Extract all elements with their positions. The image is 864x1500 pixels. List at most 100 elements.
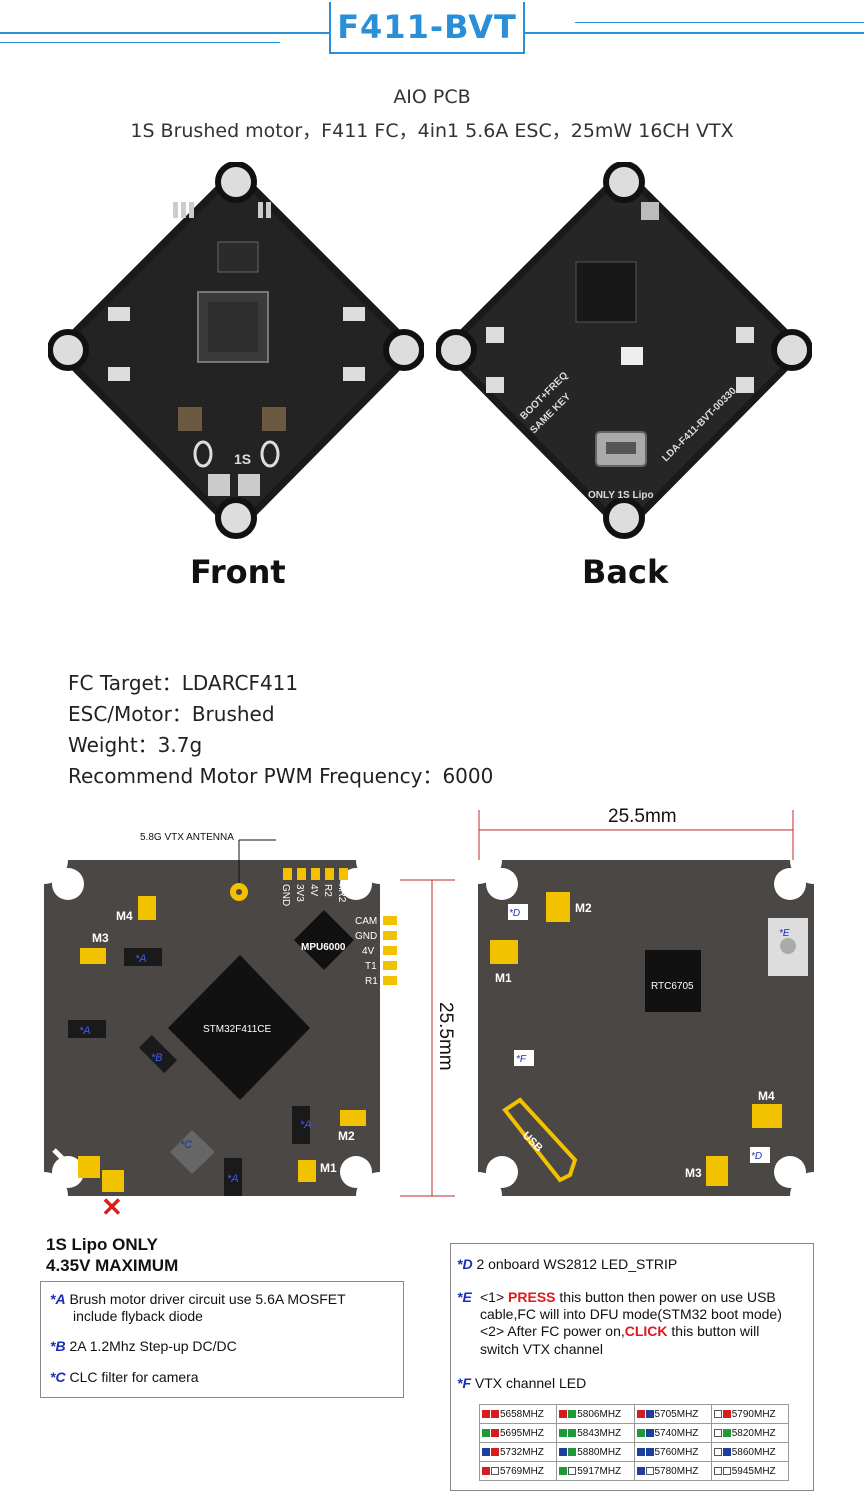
led-indicator-icon (559, 1409, 568, 1418)
back-board-photo: BOOT+FREQ SAME KEY LDA-F411-BVT-00330 ON… (436, 162, 812, 539)
led-indicator-icon (482, 1447, 490, 1456)
vtx-cell: 5860MHZ (710, 1442, 790, 1462)
vtx-cell: 5760MHZ (633, 1442, 712, 1462)
note-a: *A Brush motor driver circuit use 5.6A M… (50, 1291, 400, 1308)
header-line-left (0, 32, 330, 34)
vtx-frequency: 5945MHZ (731, 1465, 776, 1477)
pad-gnd-right: GND (355, 931, 377, 942)
m2-label-right: M2 (575, 901, 592, 915)
vtx-cell: 5790MHZ (710, 1404, 790, 1424)
vtx-frequency: 5790MHZ (731, 1408, 776, 1420)
front-board-photo: 1S (48, 162, 424, 539)
led-indicator-icon (713, 1428, 722, 1437)
vtx-cell: 5843MHZ (556, 1423, 635, 1443)
led-indicator-icon (636, 1428, 645, 1437)
pad-nr2-top: nR2 (336, 884, 347, 903)
pad-r1: R1 (365, 976, 378, 987)
led-indicator-icon (482, 1466, 490, 1475)
led-indicator-icon (559, 1447, 568, 1456)
back-label: Back (582, 553, 669, 591)
led-indicator-icon (636, 1409, 645, 1418)
intro-line-1: AIO PCB (393, 86, 471, 108)
pad-4v-top: 4V (308, 884, 319, 897)
m1-label-left: M1 (320, 1161, 337, 1175)
m2-label-left: M2 (338, 1129, 355, 1143)
led-indicator-icon (645, 1428, 654, 1437)
vtx-frequency: 5860MHZ (731, 1446, 776, 1458)
m3-label-right: M3 (685, 1166, 702, 1180)
pad-4v-right: 4V (362, 946, 375, 957)
pad-gnd-top: GND (280, 884, 291, 906)
led-indicator-icon (722, 1428, 731, 1437)
m1-label-right: M1 (495, 971, 512, 985)
lipo-only: 1S Lipo ONLY (46, 1235, 158, 1254)
rtc-label: RTC6705 (651, 981, 694, 992)
led-indicator-icon (645, 1466, 654, 1475)
vtx-antenna-label: 5.8G VTX ANTENNA (140, 832, 234, 843)
note-e-click: CLICK (624, 1323, 668, 1339)
vtx-cell: 5732MHZ (478, 1442, 558, 1462)
note-e-tag: *E (457, 1289, 472, 1305)
vtx-cell: 5917MHZ (556, 1461, 635, 1481)
spec-esc-motor: ESC/Motor：Brushed (68, 702, 275, 726)
led-indicator-icon (559, 1428, 568, 1437)
tag-a-board-1: *A (135, 953, 147, 965)
note-e-line2: cable,FC will into DFU mode(STM32 boot m… (480, 1306, 782, 1322)
pad-cam: CAM (355, 916, 377, 927)
led-indicator-icon (482, 1409, 490, 1418)
m4-label-right: M4 (758, 1089, 775, 1103)
note-f: *F VTX channel LED (457, 1375, 586, 1392)
led-indicator-icon (491, 1447, 499, 1456)
led-indicator-icon (713, 1409, 722, 1418)
led-indicator-icon (568, 1466, 577, 1475)
vtx-frequency: 5658MHZ (500, 1408, 544, 1420)
note-d-text: 2 onboard WS2812 LED_STRIP (476, 1256, 678, 1272)
note-e-press: PRESS (508, 1289, 556, 1305)
note-b: *B 2A 1.2Mhz Step-up DC/DC (50, 1338, 237, 1355)
lipo-max: 4.35V MAXIMUM (46, 1256, 179, 1275)
vtx-cell: 5769MHZ (478, 1461, 558, 1481)
vtx-frequency: 5760MHZ (654, 1446, 699, 1458)
led-indicator-icon (568, 1447, 577, 1456)
note-e-p2-pre: <2> After FC power on, (480, 1323, 625, 1339)
spec-weight: Weight：3.7g (68, 733, 203, 757)
note-d-tag: *D (457, 1256, 473, 1272)
mcu-label: STM32F411CE (203, 1024, 272, 1035)
dim-width: 25.5mm (608, 806, 677, 827)
vtx-row: 5658MHZ 5806MHZ 5705MHZ 5790MHZ (478, 1404, 790, 1424)
header-line-right (525, 32, 864, 34)
m4-label-left: M4 (116, 909, 133, 923)
vtx-frequency: 5740MHZ (654, 1427, 699, 1439)
note-e-line1: <1> PRESS this button then power on use … (480, 1289, 810, 1306)
vtx-frequency: 5705MHZ (654, 1408, 699, 1420)
vtx-frequency: 5780MHZ (654, 1465, 699, 1477)
m3-label-left: M3 (92, 931, 109, 945)
led-indicator-icon (568, 1428, 577, 1437)
tag-c-board: *C (180, 1139, 192, 1151)
title-frame: F411-BVT (329, 2, 525, 54)
header-line-right-2 (575, 22, 864, 23)
note-c-text: CLC filter for camera (69, 1369, 199, 1385)
mpu-label: MPU6000 (301, 942, 346, 953)
note-e-p2-post: this button will (671, 1323, 760, 1339)
tag-a-board-2: *A (79, 1025, 91, 1037)
front-label: Front (190, 553, 286, 591)
note-a-tag: *A (50, 1291, 66, 1307)
vtx-frequency: 5820MHZ (731, 1427, 776, 1439)
vtx-cell: 5806MHZ (556, 1404, 635, 1424)
note-e-p1-pre: <1> (480, 1289, 505, 1305)
led-indicator-icon (645, 1447, 654, 1456)
led-indicator-icon (491, 1428, 499, 1437)
vtx-cell: 5780MHZ (633, 1461, 712, 1481)
pad-r2-top: R2 (322, 884, 333, 897)
vtx-cell: 5740MHZ (633, 1423, 712, 1443)
vtx-frequency: 5917MHZ (577, 1465, 622, 1477)
led-indicator-icon (713, 1447, 722, 1456)
spec-fc-target: FC Target：LDARCF411 (68, 671, 299, 695)
minus-x-icon: ✕ (101, 1192, 123, 1222)
led-indicator-icon (491, 1409, 499, 1418)
tag-d-board-1: *D (509, 908, 520, 919)
pad-t1: T1 (365, 961, 377, 972)
vtx-cell: 5705MHZ (633, 1404, 712, 1424)
